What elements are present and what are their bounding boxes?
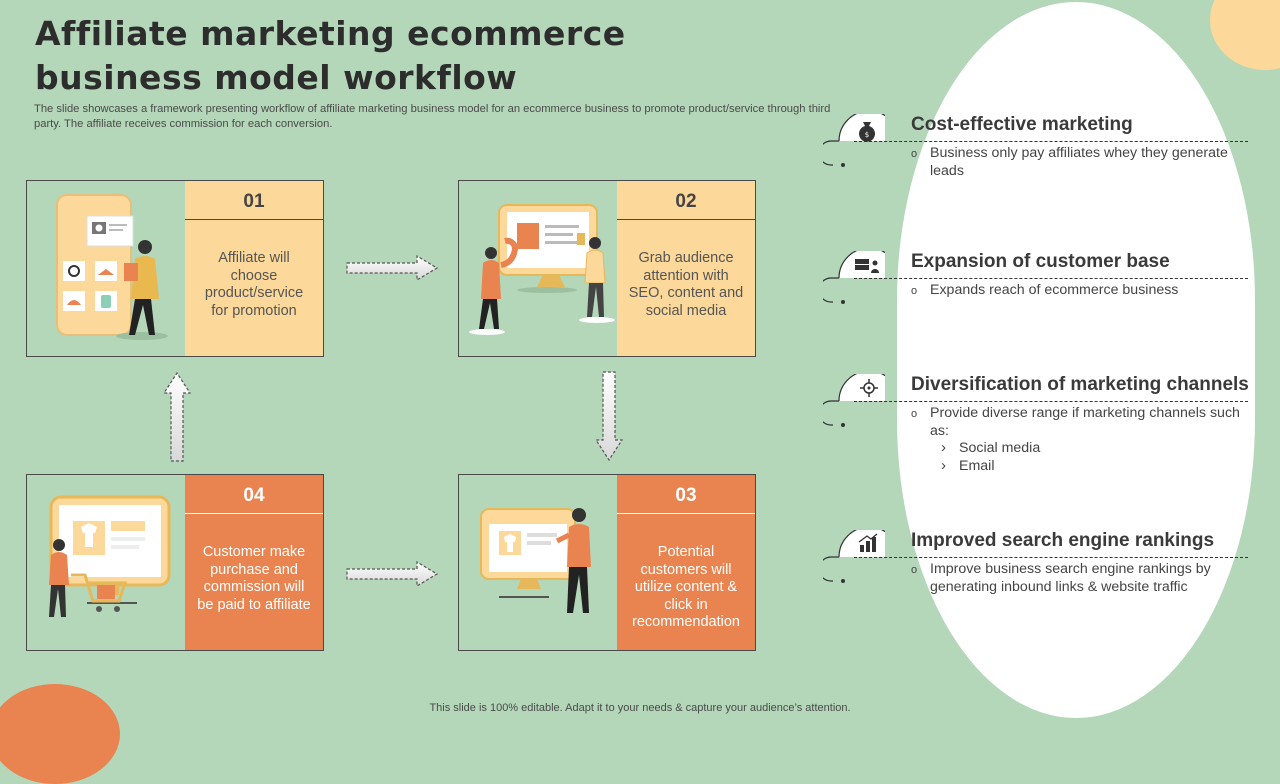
dashed-divider (854, 401, 1248, 402)
step-04-panel: 04 Customer make purchase and commission… (185, 475, 323, 650)
benefit-heading: Cost-effective marketing (911, 114, 1133, 135)
bullet-item: Improve business search engine rankings … (911, 561, 1241, 596)
target-icon (823, 374, 885, 427)
growth-chart-icon (823, 530, 885, 583)
arrow-right-top (346, 254, 439, 282)
step-02-number: 02 (675, 191, 697, 212)
decorative-blob-bottom-left (0, 684, 120, 784)
step-02-panel: 02 Grab audience attention with SEO, con… (617, 181, 755, 356)
decorative-blob-top-right (1210, 0, 1280, 70)
arrow-down-right (594, 371, 624, 462)
step-01-number: 01 (243, 191, 265, 212)
dashed-divider (854, 557, 1248, 558)
bullet-item: Provide diverse range if marketing chann… (911, 405, 1241, 440)
benefit-bullets: Expands reach of ecommerce business (911, 282, 1241, 300)
click-monitor-illustration (480, 508, 591, 613)
benefits-background-oval (897, 2, 1255, 718)
step-01-box: 01 Affiliate will choose product/service… (26, 180, 324, 357)
step-03-panel: 03 Potential customers will utilize cont… (617, 475, 755, 650)
step-04-number: 04 (243, 485, 265, 506)
step-04-box: 04 Customer make purchase and commission… (26, 474, 324, 651)
divider (617, 219, 755, 220)
divider (185, 513, 323, 514)
step-03-number: 03 (675, 485, 697, 506)
sub-bullet-item: Social media (911, 439, 1241, 458)
bullet-item: Business only pay affiliates whey they g… (911, 145, 1241, 180)
step-02-box: 02 Grab audience attention with SEO, con… (458, 180, 756, 357)
page-title: Affiliate marketing ecommerce business m… (35, 14, 626, 97)
benefit-heading: Improved search engine rankings (911, 530, 1215, 551)
magnet-monitor-illustration (469, 204, 615, 335)
step-01-panel: 01 Affiliate will choose product/service… (185, 181, 323, 356)
benefit-heading: Expansion of customer base (911, 251, 1170, 272)
benefit-bullets: Improve business search engine rankings … (911, 561, 1241, 596)
step-01-text: Affiliate will choose product/service fo… (204, 250, 304, 319)
dashed-divider (854, 141, 1248, 142)
svg-text:$: $ (865, 131, 869, 139)
benefit-bullets: Provide diverse range if marketing chann… (911, 405, 1241, 475)
bullet-item: Expands reach of ecommerce business (911, 282, 1241, 300)
server-people-icon (823, 251, 885, 304)
footer-note: This slide is 100% editable. Adapt it to… (429, 702, 851, 714)
dashed-divider (854, 278, 1248, 279)
page-subtitle: The slide showcases a framework presenti… (34, 103, 831, 130)
phone-shopping-illustration (56, 194, 168, 340)
sub-bullet-item: Email (911, 457, 1241, 476)
benefit-heading: Diversification of marketing channels (911, 374, 1249, 395)
divider (185, 219, 323, 220)
arrow-right-bottom (346, 560, 439, 588)
benefit-bullets: Business only pay affiliates whey they g… (911, 145, 1241, 180)
money-bag-icon: $ (823, 114, 885, 167)
step-02-text: Grab audience attention with SEO, conten… (628, 250, 744, 319)
shopping-cart-monitor-illustration (49, 495, 171, 617)
step-03-text: Potential customers will utilize content… (632, 544, 740, 631)
step-03-box: 03 Potential customers will utilize cont… (458, 474, 756, 651)
step-04-text: Customer make purchase and commission wi… (197, 544, 311, 613)
arrow-up-left (162, 371, 192, 462)
divider (617, 513, 755, 514)
